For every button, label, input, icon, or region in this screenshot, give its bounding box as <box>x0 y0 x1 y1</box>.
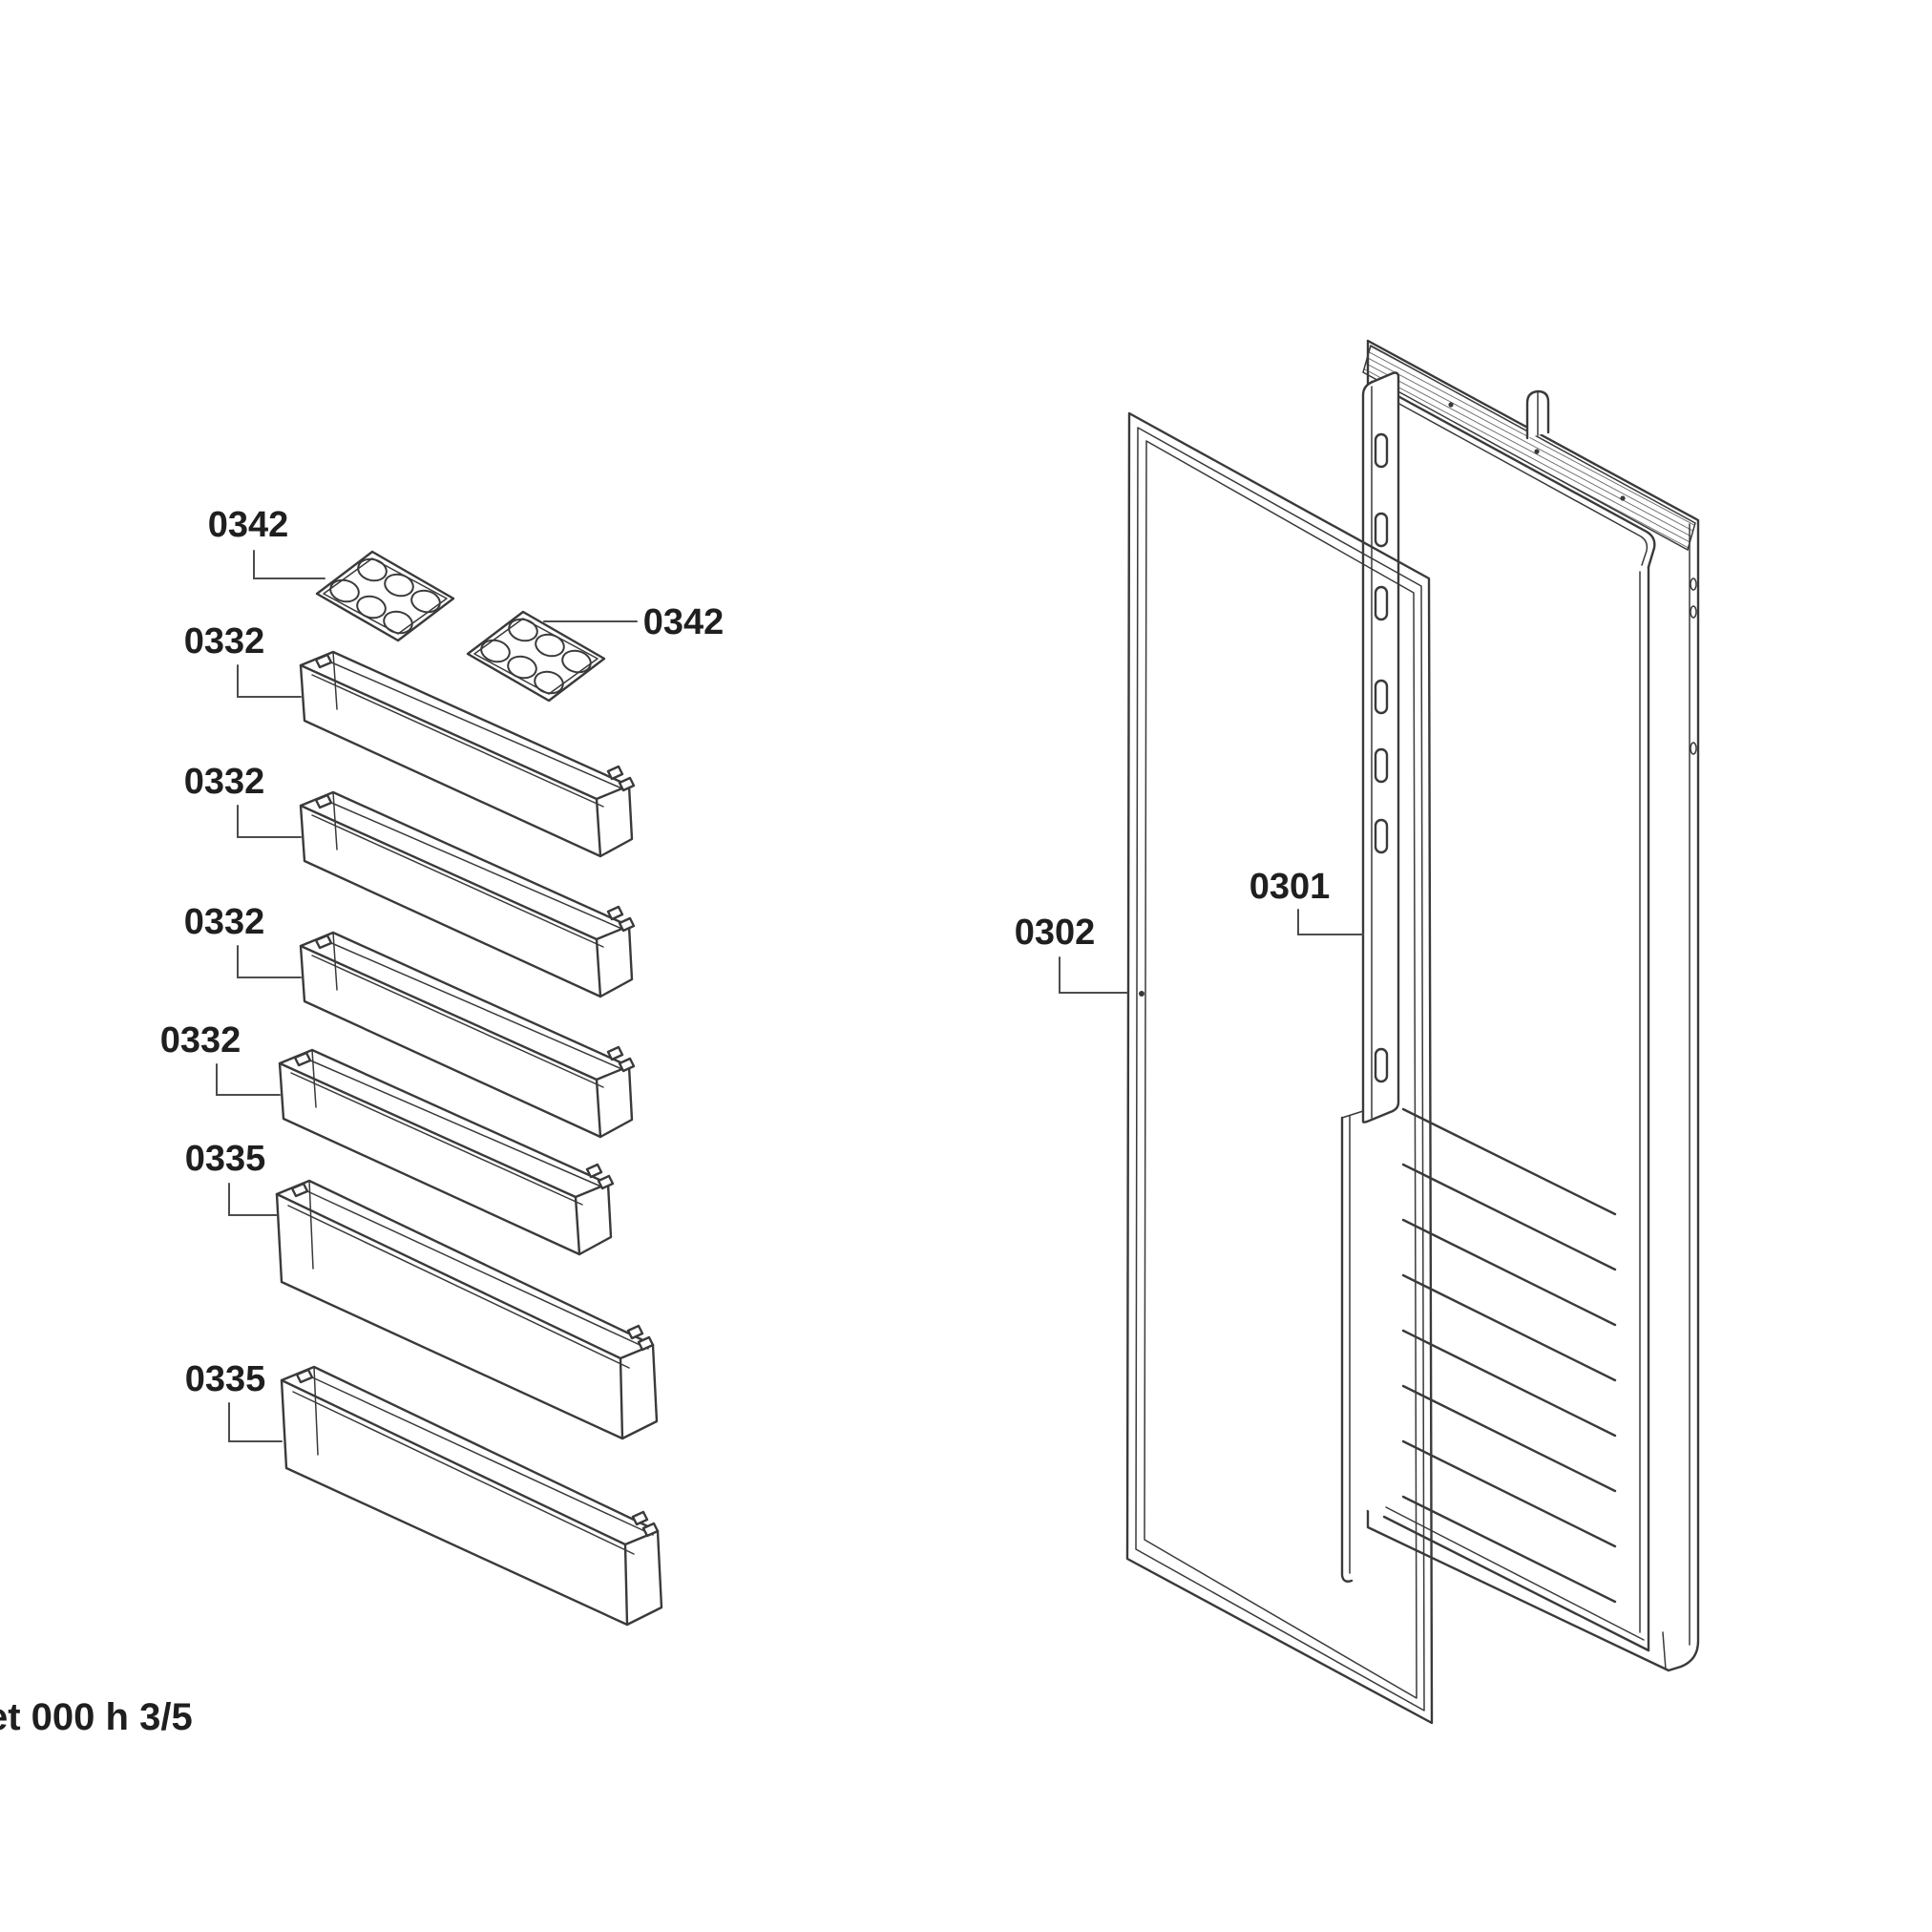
part-label-door-gasket: 0302 <box>1015 913 1096 953</box>
part-label-door-shelf-2: 0332 <box>184 762 265 802</box>
leader-door-shelf-2 <box>237 805 302 838</box>
door-top-hatched-band <box>1362 344 1696 552</box>
leader-egg-tray-top <box>253 550 326 579</box>
door-screw-boss-2 <box>1690 605 1697 619</box>
liner-slotted-rail <box>1361 371 1400 1124</box>
door-screw-boss-3 <box>1690 742 1697 755</box>
door-inner-liner <box>1340 371 1656 1652</box>
liner-bottom-edge <box>1382 1515 1650 1652</box>
callouts: 0342 0342 0332 0332 0332 0332 0335 0335 … <box>160 505 1364 1442</box>
part-label-door-bin-2: 0335 <box>185 1359 266 1399</box>
part-label-door-shelf-4: 0332 <box>160 1020 242 1060</box>
part-label-door-inner-liner: 0301 <box>1250 867 1331 907</box>
part-label-door-bin-1: 0335 <box>185 1139 266 1179</box>
leader-door-shelf-3 <box>237 945 302 978</box>
leader-door-shelf-1 <box>237 664 302 698</box>
leader-door-shelf-4 <box>216 1063 281 1096</box>
egg-tray-2 <box>466 610 606 703</box>
liner-shelf-slots <box>1374 432 1389 1083</box>
leader-door-gasket <box>1059 956 1128 994</box>
leader-door-inner-liner <box>1297 909 1364 935</box>
gasket-mark <box>1139 991 1144 997</box>
leader-door-bin-2 <box>228 1402 283 1442</box>
liner-ribs <box>1401 1107 1617 1604</box>
part-label-door-shelf-3: 0332 <box>184 902 265 942</box>
part-label-egg-tray-top: 0342 <box>208 505 289 545</box>
door-screw-boss-1 <box>1690 578 1697 591</box>
door-gasket <box>1125 411 1434 1725</box>
leader-door-bin-1 <box>228 1183 278 1216</box>
part-label-egg-tray-right: 0342 <box>643 602 724 642</box>
liner-left-flange <box>1340 1116 1354 1583</box>
part-label-door-shelf-1: 0332 <box>184 621 265 662</box>
egg-tray-1 <box>315 550 455 642</box>
left-column-parts <box>275 550 663 1627</box>
liner-top-edge <box>1370 380 1656 569</box>
footer-doc-ref: et 000 h 3/5 <box>0 1696 193 1738</box>
door-bottom-foot <box>1662 1631 1667 1670</box>
